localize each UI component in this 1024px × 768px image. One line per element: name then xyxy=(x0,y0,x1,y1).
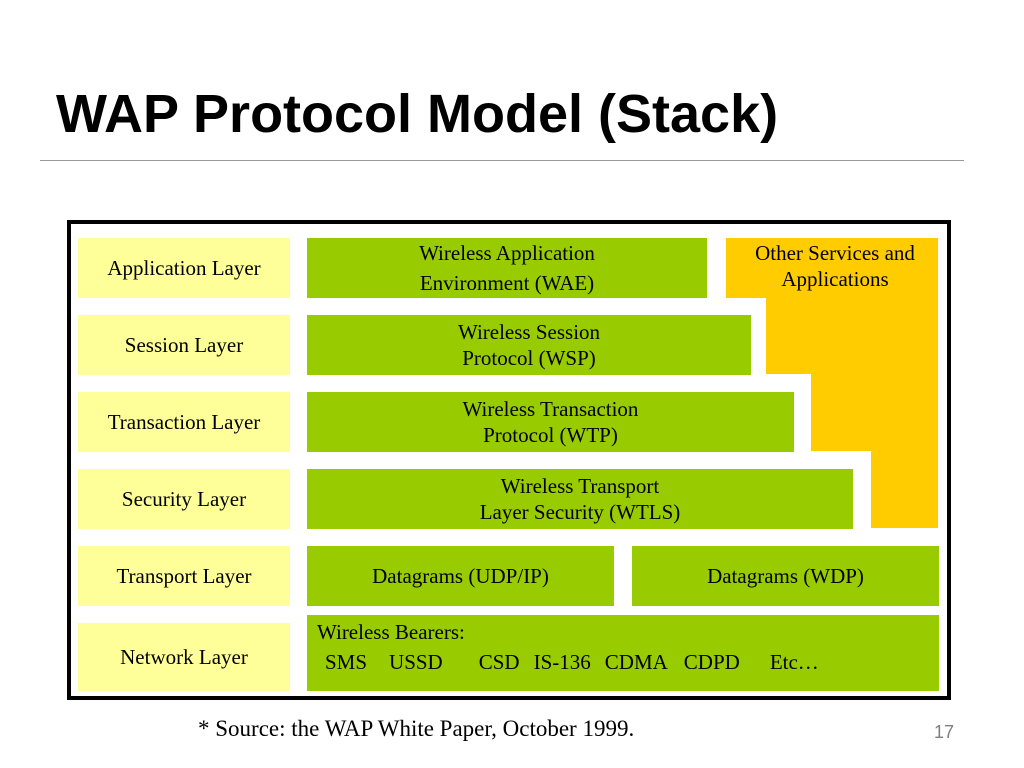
bearer-item: CDPD xyxy=(683,650,740,674)
layer-transport: Transport Layer xyxy=(78,546,290,606)
other-services-shape xyxy=(726,238,938,528)
other-services-line1: Other Services and xyxy=(755,241,915,265)
protocol-wdp: Datagrams (WDP) xyxy=(632,546,939,606)
other-services-line2: Applications xyxy=(781,267,889,291)
layer-label: Network Layer xyxy=(120,645,248,669)
bearers-heading: Wireless Bearers: xyxy=(317,620,465,644)
bearer-item: IS-136 xyxy=(533,650,591,674)
protocol-wae-line1: Wireless Application xyxy=(419,241,595,265)
source-footnote: * Source: the WAP White Paper, October 1… xyxy=(198,716,635,741)
protocol-wsp-line2: Protocol (WSP) xyxy=(462,346,596,370)
layer-transaction: Transaction Layer xyxy=(78,392,290,452)
bearers-list: SMS USSD CSD IS-136 CDMA CDPD Etc… xyxy=(317,649,819,675)
layer-label: Session Layer xyxy=(124,333,244,357)
layer-label: Transaction Layer xyxy=(107,410,261,434)
protocol-wae-line2: Environment (WAE) xyxy=(419,271,595,295)
protocol-wae: Wireless Application Environment (WAE) xyxy=(307,238,707,298)
protocol-wtls: Wireless Transport Layer Security (WTLS) xyxy=(307,469,853,529)
bearer-item: CSD xyxy=(478,650,520,674)
bearer-item: SMS xyxy=(325,650,368,674)
layer-session: Session Layer xyxy=(78,315,290,375)
layer-label: Transport Layer xyxy=(116,564,252,588)
protocol-wireless-bearers: Wireless Bearers: SMS USSD CSD IS-136 CD… xyxy=(307,615,939,691)
layer-network: Network Layer xyxy=(78,623,290,691)
layer-label: Security Layer xyxy=(121,487,247,511)
layer-label: Application Layer xyxy=(107,256,261,280)
title-divider xyxy=(40,160,964,161)
protocol-wtp: Wireless Transaction Protocol (WTP) xyxy=(307,392,794,452)
slide-title: WAP Protocol Model (Stack) xyxy=(56,84,779,144)
protocol-wdp-label: Datagrams (WDP) xyxy=(707,564,864,588)
page-number: 17 xyxy=(934,722,955,742)
other-services-region xyxy=(726,238,938,528)
protocol-wtp-line1: Wireless Transaction xyxy=(462,397,639,421)
bearer-item: Etc… xyxy=(769,650,819,674)
protocol-wtls-line1: Wireless Transport xyxy=(500,474,660,498)
protocol-stack-diagram: Other Services and Applications Applicat… xyxy=(67,220,951,700)
protocol-wsp: Wireless Session Protocol (WSP) xyxy=(307,315,751,375)
protocol-wsp-line1: Wireless Session xyxy=(457,320,601,344)
protocol-wtls-line2: Layer Security (WTLS) xyxy=(479,500,681,524)
layer-application: Application Layer xyxy=(78,238,290,298)
protocol-wtp-line2: Protocol (WTP) xyxy=(483,423,618,447)
protocol-udp: Datagrams (UDP/IP) xyxy=(307,546,614,606)
layer-security: Security Layer xyxy=(78,469,290,529)
protocol-udp-label: Datagrams (UDP/IP) xyxy=(372,564,549,588)
bearer-item: USSD xyxy=(389,650,443,674)
bearer-item: CDMA xyxy=(604,650,668,674)
other-services-label: Other Services and Applications xyxy=(729,240,941,292)
